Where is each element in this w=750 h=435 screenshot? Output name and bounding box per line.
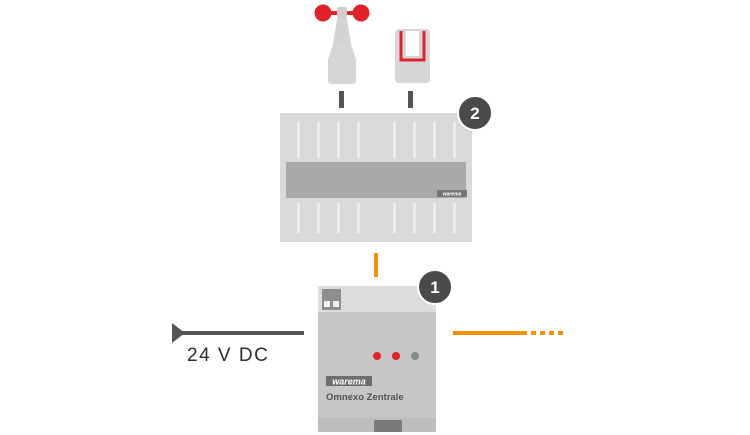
rain-sensor-element (399, 31, 426, 62)
wind-cup-left (314, 4, 332, 22)
wind-sensor (314, 4, 370, 108)
rain-sensor (395, 29, 430, 108)
status-led-2 (392, 352, 400, 360)
bus-line (453, 331, 527, 335)
power-arrow-icon (172, 323, 185, 343)
terminal-screw-2 (333, 301, 339, 307)
wind-cup-right (352, 4, 370, 22)
badge-central-unit-number: 1 (430, 278, 439, 297)
bottom-connector (374, 420, 402, 432)
terminal-screw-1 (324, 301, 330, 307)
wind-mast (333, 19, 351, 44)
wind-hub (337, 7, 347, 19)
power-label: 24 V DC (187, 345, 269, 366)
central-unit-name: Omnexo Zentrale (326, 392, 404, 403)
rain-cable (408, 91, 413, 108)
badge-weather-station-number: 2 (470, 104, 479, 123)
power-cable (178, 331, 304, 335)
bus-dash-4 (558, 331, 563, 335)
bus-dash-2 (540, 331, 545, 335)
bus-dash-3 (549, 331, 554, 335)
power-supply: 24 V DC (172, 323, 304, 366)
weather-station-logo-plate (437, 190, 467, 197)
weather-station-brand: warema (443, 192, 462, 198)
bus-output (453, 331, 563, 335)
badge-weather-station: 2 (457, 95, 493, 131)
bottom-vent-slots (297, 203, 456, 233)
central-unit-logo-plate (326, 376, 372, 386)
status-led-3 (411, 352, 419, 360)
wind-housing (328, 44, 356, 84)
central-unit-brand: warema (332, 377, 366, 387)
badge-central-unit: 1 (417, 269, 453, 305)
weather-station-band (286, 162, 466, 198)
central-unit-module: warema Omnexo Zentrale (318, 286, 436, 432)
status-led-1 (373, 352, 381, 360)
wind-cable (339, 91, 344, 108)
top-vent-slots (297, 122, 456, 158)
central-unit-body (318, 312, 436, 432)
rain-sensor-slot (406, 31, 419, 56)
bus-link-vertical (374, 253, 378, 277)
bus-dash-1 (531, 331, 536, 335)
weather-station-module: warema (280, 113, 472, 242)
